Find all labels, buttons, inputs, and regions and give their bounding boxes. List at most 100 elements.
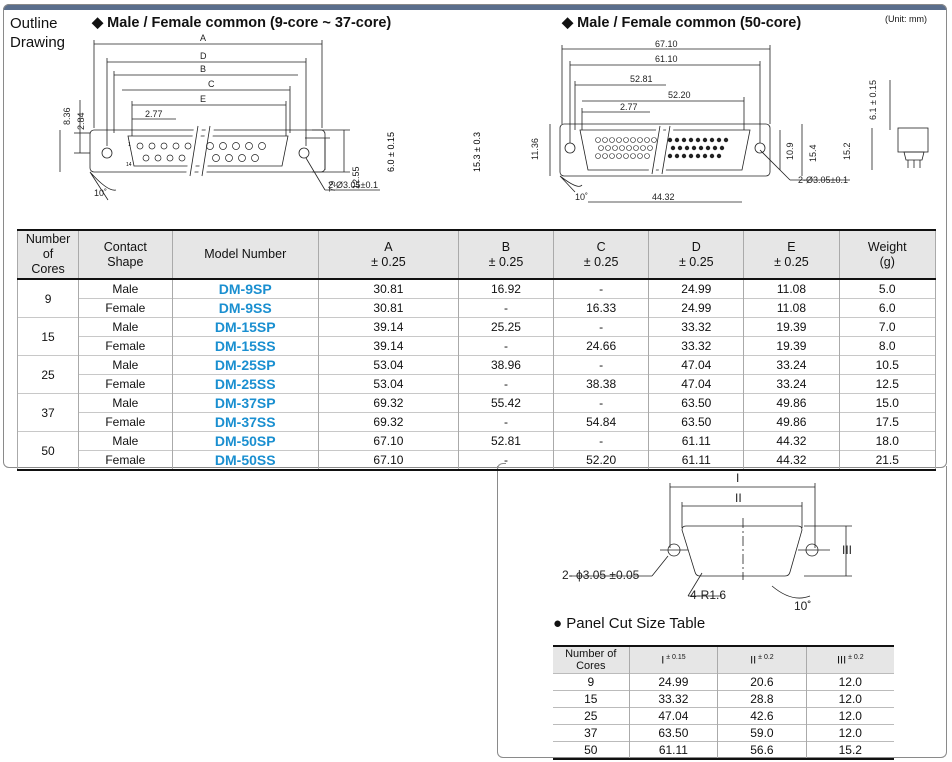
weight-cell: 6.0: [838, 298, 937, 318]
header-text: ± 0.25: [583, 254, 619, 269]
dim-152: 15.2: [842, 142, 852, 160]
model-number-link[interactable]: DM-15SP: [171, 317, 319, 337]
unit-label: (Unit: mm): [885, 14, 927, 24]
model-number-link[interactable]: DM-50SS: [171, 450, 319, 470]
dim-d-cell: 33.32: [648, 317, 745, 337]
dim-d-cell: 24.99: [648, 298, 745, 318]
cut-header-tolerance: ± 0.2: [846, 653, 864, 661]
dim-D: D: [200, 51, 207, 61]
drawing-9-37-core: A D B C E 2.77 7.9 12.55 8.36 2.84 10˚ 2…: [59, 33, 380, 201]
dim-b-cell: -: [457, 412, 555, 432]
dim-6710: 67.10: [655, 39, 678, 49]
dim-b-cell: 38.96: [457, 355, 555, 375]
dim-e-cell: 19.39: [743, 336, 840, 356]
cut-cell: 12.0: [805, 673, 894, 691]
cut-cell: 15: [553, 690, 630, 708]
weight-cell: 15.0: [838, 393, 937, 413]
dim-d-cell: 24.99: [648, 278, 745, 299]
cut-header-cell: III ± 0.2: [805, 646, 894, 674]
model-number-link[interactable]: DM-15SS: [171, 336, 319, 356]
weight-cell: 10.5: [838, 355, 937, 375]
spec-header-cell: D± 0.25: [648, 229, 745, 280]
left-side-view-labels: 6.0 ± 0.15 15.3 ± 0.3: [386, 132, 480, 172]
dim-C: C: [208, 79, 215, 89]
dim-e-cell: 49.86: [743, 412, 840, 432]
dim-c-cell: 54.84: [553, 412, 650, 432]
panel-dim-III: III: [842, 543, 852, 557]
dim-a-cell: 67.10: [317, 431, 459, 451]
cores-cell: 25: [16, 355, 80, 394]
panel-hole-label: 2- ϕ3.05 ±0.05: [562, 568, 640, 582]
model-number-link[interactable]: DM-25SS: [171, 374, 319, 394]
shape-cell: Male: [78, 355, 173, 375]
panel-radius-label: 4-R1.6: [690, 588, 726, 602]
model-number-link[interactable]: DM-50SP: [171, 431, 319, 451]
pin-1-label: 1: [128, 142, 131, 148]
shape-cell: Female: [78, 412, 173, 432]
dim-277: 2.77: [145, 109, 163, 119]
dim-holes-right: 2-Ø3.05±0.1: [798, 175, 848, 185]
dim-b-cell: -: [457, 374, 555, 394]
shape-cell: Male: [78, 278, 173, 299]
panel-cut-drawing: I II III 2- ϕ3.05 ±0.05 4-R1.6 10˚: [562, 471, 852, 613]
dim-E: E: [200, 94, 206, 104]
dim-e-cell: 11.08: [743, 278, 840, 299]
pin-14-label: 14: [126, 162, 132, 168]
dim-c-cell: 16.33: [553, 298, 650, 318]
header-text: (g): [879, 254, 895, 269]
cut-cell: 12.0: [805, 690, 894, 708]
header-text: Cores: [31, 262, 65, 276]
dim-B: B: [200, 64, 206, 74]
dim-109: 10.9: [785, 142, 795, 160]
cut-cell: 37: [553, 724, 630, 742]
model-number-link[interactable]: DM-9SP: [171, 278, 319, 299]
dim-c-cell: -: [553, 431, 650, 451]
dim-b-cell: 55.42: [457, 393, 555, 413]
cut-cell: 20.6: [717, 673, 807, 691]
dim-4432: 44.32: [652, 192, 675, 202]
cut-cell: 24.99: [628, 673, 718, 691]
header-text: ± 0.25: [774, 254, 809, 269]
header-text: B: [501, 239, 511, 254]
shape-cell: Female: [78, 374, 173, 394]
dim-d-cell: 47.04: [648, 374, 745, 394]
dim-a-cell: 53.04: [317, 355, 459, 375]
spec-header-cell: Weight(g): [838, 229, 937, 280]
model-number-link[interactable]: DM-37SP: [171, 393, 319, 413]
header-text: Contact: [103, 239, 147, 254]
dim-b-cell: -: [457, 336, 555, 356]
outline-drawing-title: Outline Drawing: [10, 15, 66, 51]
model-number-link[interactable]: DM-37SS: [171, 412, 319, 432]
dim-a-cell: 30.81: [317, 278, 459, 299]
dim-e-cell: 33.24: [743, 355, 840, 375]
spec-header-cell: Model Number: [171, 229, 319, 280]
spec-header-cell: C± 0.25: [553, 229, 650, 280]
header-text: ± 0.25: [371, 254, 406, 269]
dim-e-cell: 11.08: [743, 298, 840, 318]
dim-d-cell: 61.11: [648, 450, 745, 470]
cut-cell: 9: [553, 673, 630, 691]
model-number-link[interactable]: DM-25SP: [171, 355, 319, 375]
cut-cell: 25: [553, 707, 630, 725]
dim-angle: 10˚: [94, 188, 107, 198]
cut-header-cell: Number of Cores: [553, 646, 630, 674]
shape-cell: Male: [78, 317, 173, 337]
dim-c-cell: 24.66: [553, 336, 650, 356]
dim-c-cell: -: [553, 355, 650, 375]
model-number-link[interactable]: DM-9SS: [171, 298, 319, 318]
weight-cell: 18.0: [838, 431, 937, 451]
panel-angle-label: 10˚: [794, 599, 811, 613]
header-bar: [3, 4, 947, 10]
shape-cell: Female: [78, 298, 173, 318]
cut-cell: 61.11: [628, 741, 718, 759]
